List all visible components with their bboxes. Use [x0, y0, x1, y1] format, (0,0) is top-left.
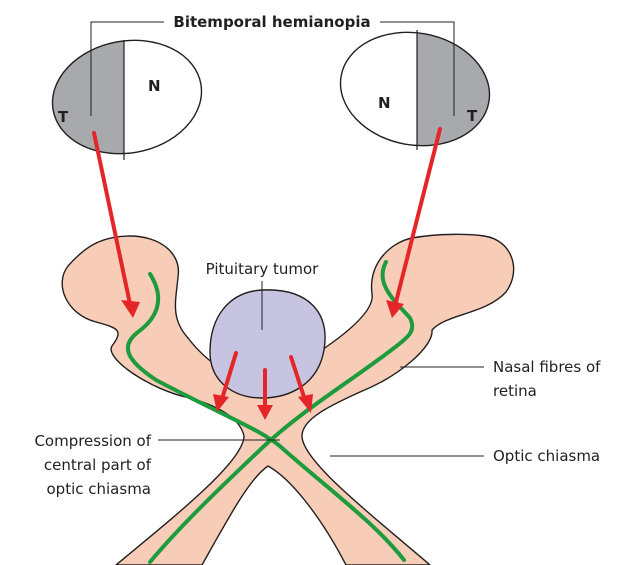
left-field-nasal-label: N	[148, 77, 161, 95]
optic-pathway	[62, 234, 513, 565]
right-field-temporal-blind-half	[417, 20, 507, 160]
left-field-temporal-label: T	[58, 108, 69, 126]
right-field-nasal-seen-half	[330, 20, 417, 160]
right-field-nasal-label: N	[378, 94, 391, 112]
left-visual-field: T N	[40, 29, 214, 170]
nasal-fibres-label-line2: retina	[493, 382, 537, 400]
optic-pathway-tissue	[62, 234, 513, 565]
pituitary-tumor-label: Pituitary tumor	[206, 260, 320, 278]
compression-label-line3: optic chiasma	[47, 480, 152, 498]
compression-label-line2: central part of	[44, 456, 152, 474]
right-field-temporal-label: T	[467, 107, 478, 125]
right-visual-field: N T	[330, 20, 507, 160]
compression-label-line1: Compression of	[34, 432, 151, 450]
optic-chiasma-label: Optic chiasma	[493, 447, 600, 465]
diagram-title: Bitemporal hemianopia	[173, 13, 370, 31]
nasal-fibres-label-line1: Nasal fibres of	[493, 358, 601, 376]
